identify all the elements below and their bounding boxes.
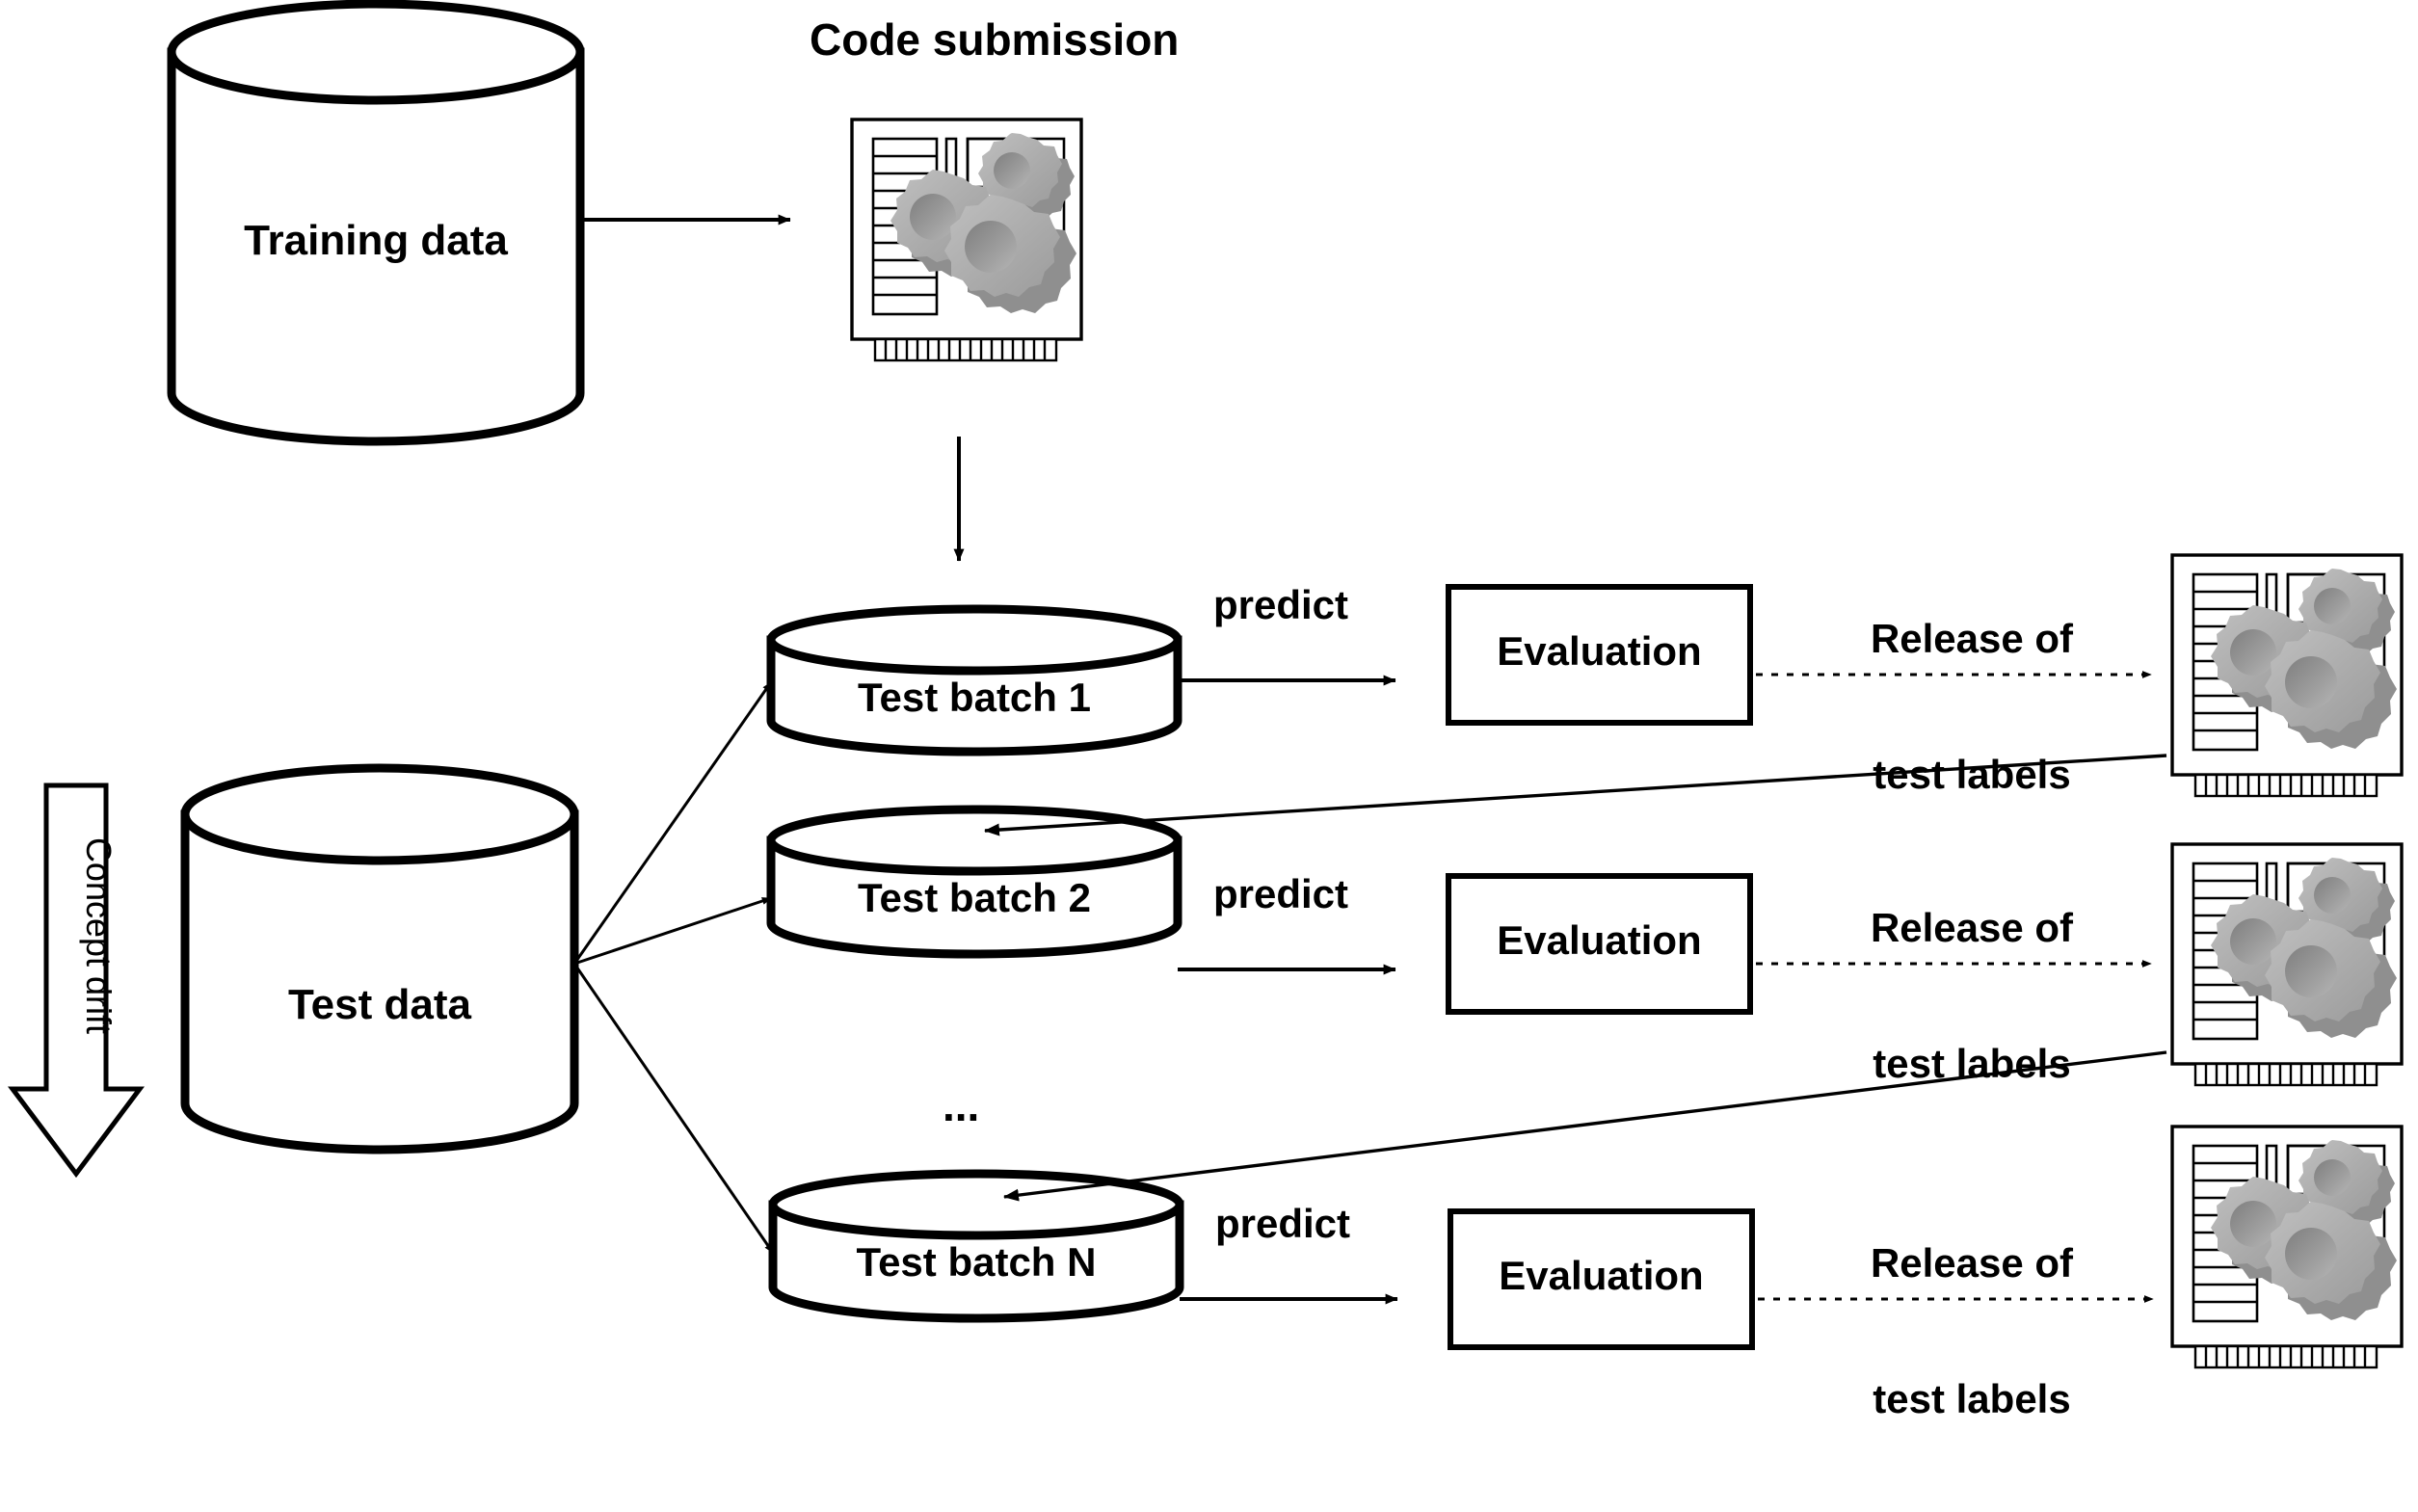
test-data-label: Test data (288, 981, 471, 1028)
release-line-2b: test labels (1873, 1041, 2071, 1087)
release-line-na: Release of (1870, 1240, 2074, 1287)
evaluation-box-n (1448, 1208, 1755, 1350)
test-batch-1-cylinder (766, 604, 1182, 756)
release-of-test-labels-n: Release of test labels (1810, 1150, 2134, 1512)
concept-drift-text: Concept drift (79, 836, 119, 1035)
predict-label-n: predict (1215, 1201, 1351, 1246)
predict-label-2: predict (1213, 871, 1349, 916)
release-line-1a: Release of (1870, 616, 2074, 662)
ellipsis-label: ... (943, 1080, 980, 1130)
test-batch-n-label: Test batch N (856, 1239, 1097, 1285)
fanout-lines (572, 681, 775, 1254)
updated-model-icon-1 (2170, 553, 2404, 798)
evaluation-label-1: Evaluation (1497, 628, 1702, 674)
evaluation-label-n: Evaluation (1499, 1253, 1704, 1298)
updated-model-icon-2 (2170, 842, 2404, 1087)
updated-model-icon-n (2170, 1125, 2404, 1369)
concept-drift-label: Concept drift (78, 801, 119, 1071)
test-batch-2-label: Test batch 2 (858, 875, 1091, 920)
arrow-testdata-to-batchN (572, 963, 775, 1254)
code-submission-icon (850, 118, 1083, 362)
arrow-feedback-1-to-batch2 (984, 754, 2167, 836)
arrow-testdata-to-batch1 (572, 681, 773, 965)
code-submission-title: Code submission (810, 14, 1180, 65)
release-of-test-labels-1: Release of test labels (1810, 525, 2134, 888)
arrow-feedback-2-to-batchN (1003, 1050, 2167, 1202)
diagram-vector-layer (8, 0, 2404, 1369)
test-batch-1-label: Test batch 1 (858, 675, 1091, 720)
training-data-label: Training data (244, 217, 508, 264)
release-line-1b: test labels (1873, 752, 2071, 798)
evaluation-label-2: Evaluation (1497, 917, 1702, 963)
evaluation-box-1 (1446, 584, 1753, 726)
training-data-cylinder (167, 0, 585, 446)
evaluation-box-2 (1446, 873, 1753, 1015)
release-line-2a: Release of (1870, 905, 2074, 951)
release-of-test-labels-2: Release of test labels (1810, 814, 2134, 1177)
arrow-testdata-to-batch2 (573, 896, 772, 966)
test-data-cylinder (180, 763, 579, 1154)
concept-drift-arrow (8, 783, 145, 1179)
predict-label-1: predict (1213, 582, 1349, 627)
diagram-canvas: Code submission Training data Test data … (8, 0, 2404, 1421)
release-line-nb: test labels (1873, 1376, 2071, 1422)
